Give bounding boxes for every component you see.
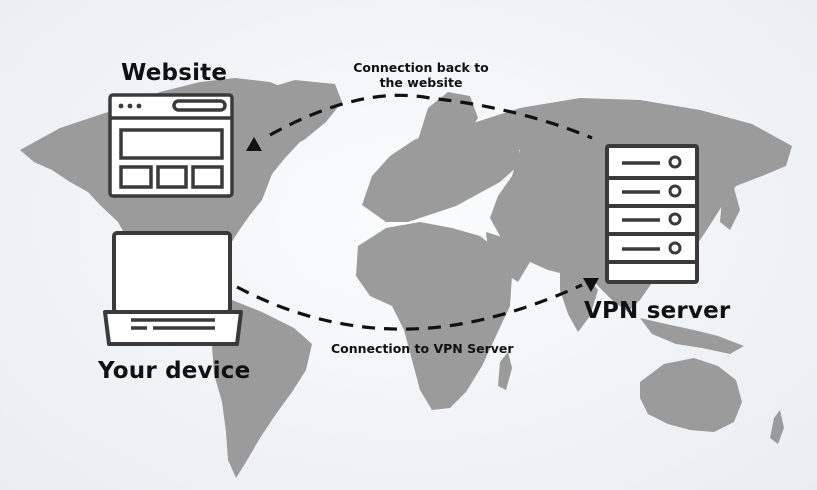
connection-to-vpn-label: Connection to VPN Server bbox=[331, 341, 514, 356]
arrow-up-icon bbox=[246, 137, 262, 151]
continent-se-asia-islands bbox=[640, 318, 744, 354]
connection-back-label: Connection back to the website bbox=[353, 60, 489, 90]
continent-madagascar bbox=[498, 352, 512, 390]
website-icon bbox=[108, 93, 234, 198]
continent-europe bbox=[362, 124, 520, 222]
continent-africa bbox=[356, 222, 512, 410]
continent-australia bbox=[640, 358, 742, 432]
connection-to-vpn-arc bbox=[236, 283, 583, 331]
your-device-label: Your device bbox=[98, 358, 251, 384]
server-icon bbox=[605, 144, 699, 284]
website-label: Website bbox=[121, 60, 228, 86]
vpn-server-label: VPN server bbox=[584, 298, 731, 324]
continent-new-zealand bbox=[770, 410, 784, 444]
world-map bbox=[20, 78, 792, 478]
laptop-icon bbox=[103, 231, 243, 346]
arrow-down-icon bbox=[583, 278, 599, 292]
continent-japan bbox=[720, 188, 740, 230]
connection-lines bbox=[236, 93, 593, 331]
continent-scandinavia bbox=[418, 92, 478, 150]
continent-south-asia bbox=[486, 232, 598, 332]
